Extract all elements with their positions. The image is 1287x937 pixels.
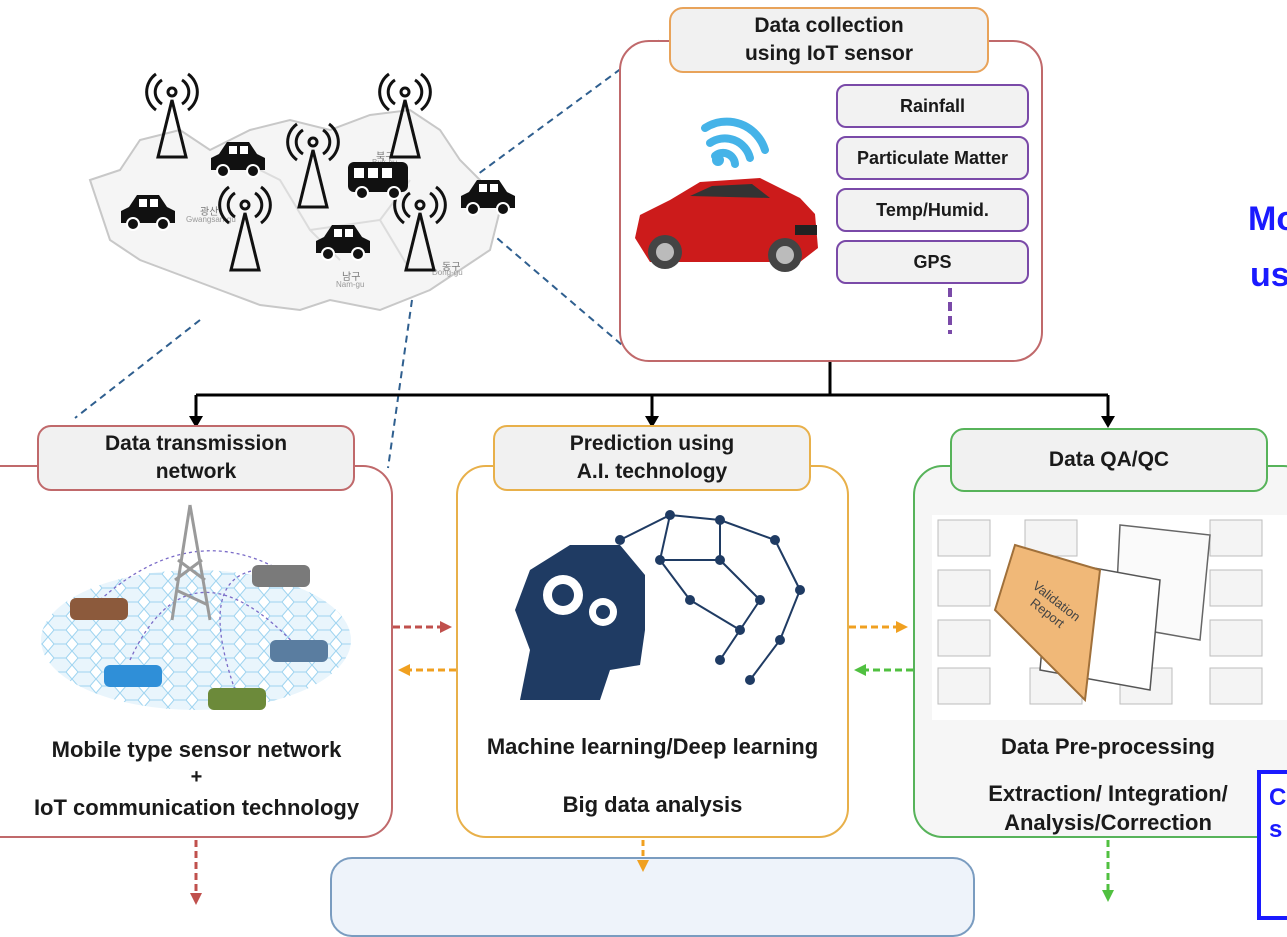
transmission-line1: Mobile type sensor network: [51, 737, 342, 762]
sensor-rainfall: Rainfall: [836, 84, 1029, 128]
sensor-temp-humid: Temp/Humid.: [836, 188, 1029, 232]
map-place-label: 동구: [442, 262, 461, 273]
prediction-line2: Big data analysis: [562, 792, 743, 817]
corner-text-line2: s: [1269, 816, 1283, 843]
map-place-label: 남구: [342, 272, 361, 283]
flow-arrows: [190, 621, 1114, 905]
sensor-particulate-matter: Particulate Matter: [836, 136, 1029, 180]
map-place-label: Nam-gu: [336, 280, 365, 289]
wifi-icon: [701, 117, 769, 168]
map-place-label: 북구: [376, 152, 395, 163]
sensor-network-illustration: [41, 504, 351, 710]
validation-report-illustration: [937, 519, 1263, 705]
map-place-label: Gwangsan-gu: [186, 215, 236, 224]
qaqc-line2: Extraction/ Integration/ Analysis/Correc…: [988, 781, 1228, 835]
side-text-line1: Mo: [1248, 200, 1287, 238]
sensor-more-line: [948, 288, 952, 334]
sensor-gps: GPS: [836, 240, 1029, 284]
map-icons: [120, 72, 516, 272]
transmission-plus: +: [190, 766, 203, 788]
qaqc-line1: Data Pre-processing: [1001, 734, 1215, 759]
map-place-label: 광산: [200, 207, 219, 218]
transmission-line2: IoT communication technology: [33, 795, 360, 820]
qaqc-title: Data QA/QC: [950, 428, 1268, 492]
side-text-line2: us: [1250, 256, 1287, 294]
red-car-icon: [635, 178, 818, 272]
corner-box: [1257, 770, 1287, 920]
ai-brain-illustration: [515, 510, 805, 700]
corner-text-line1: C: [1269, 784, 1287, 811]
prediction-panel: [456, 465, 849, 838]
prediction-title: Prediction using A.I. technology: [493, 425, 811, 491]
map-place-label: Dong-gu: [432, 268, 463, 277]
prediction-line1: Machine learning/Deep learning: [486, 734, 819, 759]
transmission-title: Data transmission network: [37, 425, 355, 491]
iot-sensor-title: Data collection using IoT sensor: [669, 7, 989, 73]
